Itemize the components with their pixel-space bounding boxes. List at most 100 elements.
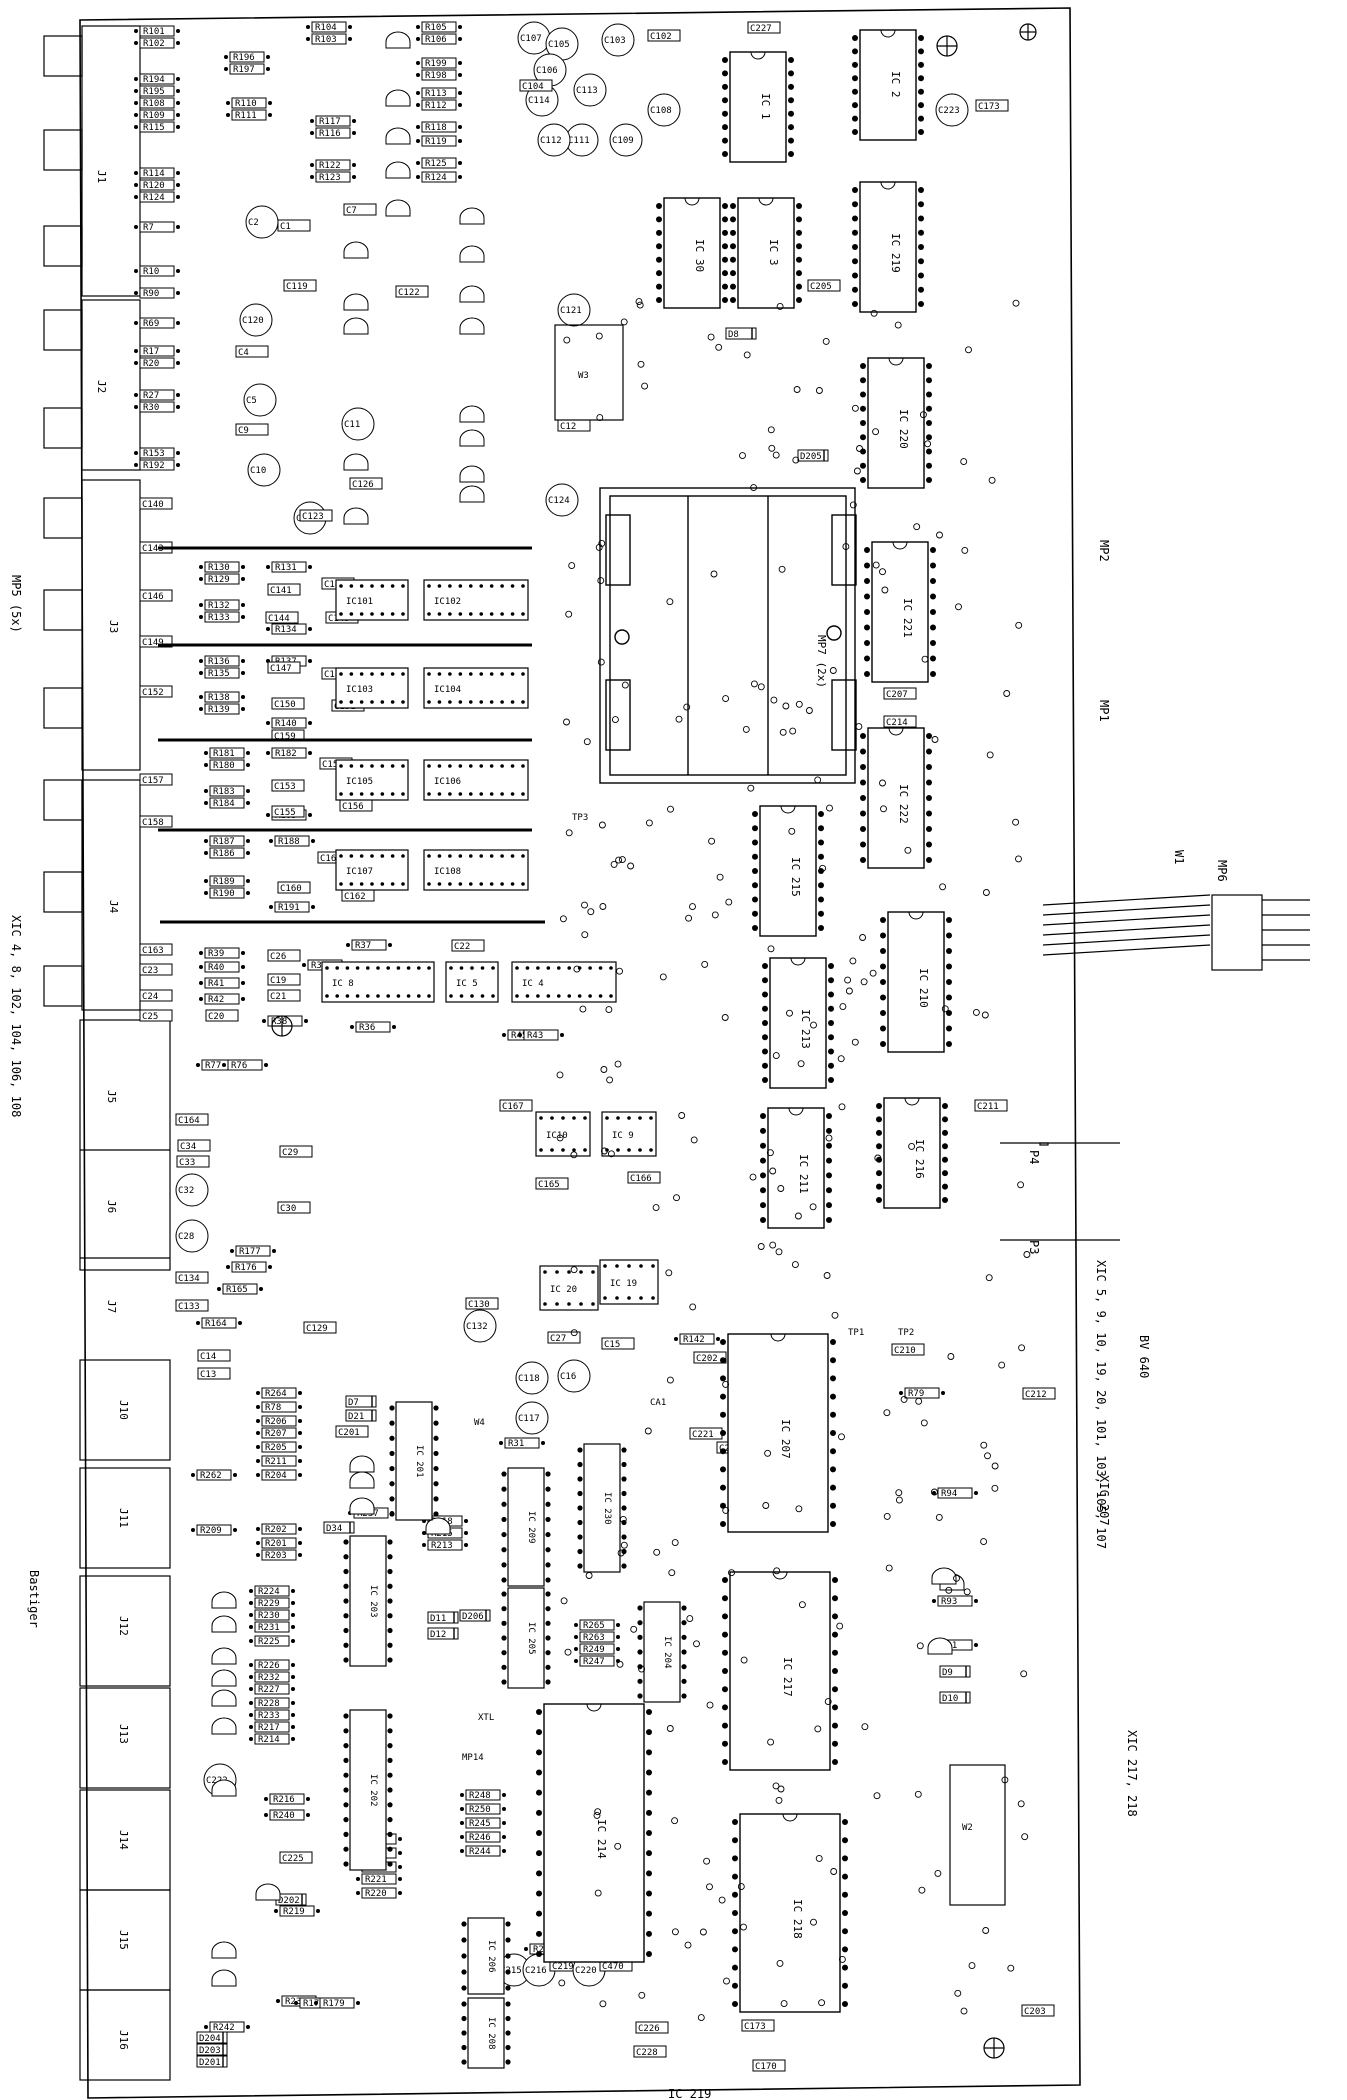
resistor-label: R216 <box>273 1795 295 1805</box>
ic-label: IC 4 <box>522 979 544 989</box>
ic-label: IC107 <box>346 867 373 877</box>
ic-ic201: IC 201 <box>389 1401 439 1521</box>
capacitor-label: C34 <box>180 1142 196 1152</box>
resistor-r133: R133 <box>199 611 245 623</box>
resistor-r7: R7 <box>134 221 180 233</box>
capacitor-label: C226 <box>638 2024 660 2034</box>
ic-label: IC 205 <box>526 1622 536 1655</box>
resistor-label: R228 <box>258 1699 280 1709</box>
resistor-label: R104 <box>315 23 337 33</box>
ic-ic10: IC10 <box>535 1111 591 1157</box>
transistor-t2 <box>343 293 369 311</box>
capacitor-label: C212 <box>1025 1390 1047 1400</box>
ic-ic206: IC 206 <box>461 1917 511 1995</box>
resistor-label: R42 <box>208 995 224 1005</box>
capacitor-c22: C22 <box>451 939 485 952</box>
resistor-label: R203 <box>265 1551 287 1561</box>
capacitor-c106: C106 <box>533 53 567 87</box>
via-holes <box>556 298 1031 2022</box>
resistor-label: R79 <box>908 1389 924 1399</box>
capacitor-label: C133 <box>178 1302 200 1312</box>
capacitor-c140: C140 <box>139 497 173 510</box>
label-xtl: XTL <box>478 1713 494 1723</box>
resistor-label: R186 <box>213 849 235 859</box>
capacitor-label: C19 <box>270 976 286 986</box>
resistor-label: R123 <box>319 173 341 183</box>
ic-ic219: IC 219 <box>852 181 924 313</box>
connector-label-J10: J10 <box>117 1400 130 1420</box>
resistor-r37: R37 <box>346 939 392 951</box>
diode-label: D11 <box>430 1614 446 1624</box>
resistor-r184: R184 <box>204 797 250 809</box>
capacitor-label: C112 <box>540 136 562 146</box>
mp7-label: MP7 (2x) <box>815 635 828 688</box>
ic-label: IC 219 <box>889 233 902 273</box>
diode-label: D10 <box>942 1694 958 1704</box>
ic-ic103: IC103 <box>335 667 409 709</box>
capacitor-label: C9 <box>238 426 249 436</box>
resistor-r264: R264 <box>256 1387 302 1399</box>
ic-label: IC 207 <box>779 1419 792 1459</box>
label-xic-left: XIC 4, 8, 102, 104, 106, 108 <box>9 915 23 1117</box>
ic-ic9: IC 9 <box>601 1111 657 1157</box>
resistor-r176: R176 <box>226 1261 272 1273</box>
ic-ic209: IC 209 <box>501 1467 551 1587</box>
resistor-label: R190 <box>213 889 235 899</box>
diode-d203: D203 <box>196 2043 228 2056</box>
capacitor-c170: C170 <box>752 2059 786 2072</box>
ic-ic30: IC 30 <box>656 197 728 309</box>
resistor-r187: R187 <box>204 835 250 847</box>
resistor-label: R179 <box>323 1999 345 2009</box>
transistor-t214 <box>211 1717 237 1735</box>
capacitor-c12: C12 <box>557 419 591 432</box>
resistor-label: R191 <box>278 903 300 913</box>
ic-label: IC102 <box>434 597 461 607</box>
diode-label: D8 <box>728 330 739 340</box>
capacitor-label: C10 <box>250 466 266 476</box>
capacitor-label: C207 <box>886 690 908 700</box>
resistor-r188: R188 <box>269 835 315 847</box>
capacitor-label: C107 <box>520 34 542 44</box>
capacitor-label: C156 <box>342 802 364 812</box>
capacitor-label: C120 <box>242 316 264 326</box>
capacitor-c24: C24 <box>139 989 173 1002</box>
capacitor-label: C28 <box>178 1232 194 1242</box>
resistor-r119: R119 <box>416 135 462 147</box>
resistor-r265: R265 <box>574 1619 620 1631</box>
label-mp14: MP14 <box>462 1753 484 1763</box>
resistor-r104: R104 <box>306 21 352 33</box>
resistor-r164: R164 <box>196 1317 242 1329</box>
transistor-t34 <box>343 317 369 335</box>
resistor-label: R118 <box>425 123 447 133</box>
resistor-label: R233 <box>258 1711 280 1721</box>
capacitor-c4: C4 <box>235 345 269 358</box>
capacitor-label: C170 <box>755 2062 777 2072</box>
resistor-label: R27 <box>143 391 159 401</box>
resistor-label: R40 <box>208 963 224 973</box>
capacitor-c119: C119 <box>283 279 317 292</box>
connector-label-J11: J11 <box>117 1508 130 1528</box>
connector-label-J2: J2 <box>95 380 108 393</box>
connector-label-J7: J7 <box>105 1300 118 1313</box>
resistor-r207: R207 <box>256 1427 302 1439</box>
capacitor-label: C104 <box>522 82 544 92</box>
resistor-label: R226 <box>258 1661 280 1671</box>
resistor-label: R122 <box>319 161 341 171</box>
ic-label: IC 1 <box>759 93 772 120</box>
capacitor-label: C143 <box>142 544 164 554</box>
resistor-label: R135 <box>208 669 230 679</box>
jack-J4-outer <box>81 779 141 1011</box>
ic-ic101: IC101 <box>335 579 409 621</box>
connector-label-J1: J1 <box>95 170 108 183</box>
ic-ic204: IC 204 <box>637 1601 687 1703</box>
resistor-r228: R228 <box>249 1697 295 1709</box>
resistor-r229: R229 <box>249 1597 295 1609</box>
capacitor-c126: C126 <box>349 477 383 490</box>
connector-label-J16: J16 <box>117 2030 130 2050</box>
transistor-t215 <box>211 1779 237 1797</box>
resistor-r205: R205 <box>256 1441 302 1453</box>
resistor-r177: R177 <box>230 1245 276 1257</box>
capacitor-c108: C108 <box>647 93 681 127</box>
resistor-label: R225 <box>258 1637 280 1647</box>
